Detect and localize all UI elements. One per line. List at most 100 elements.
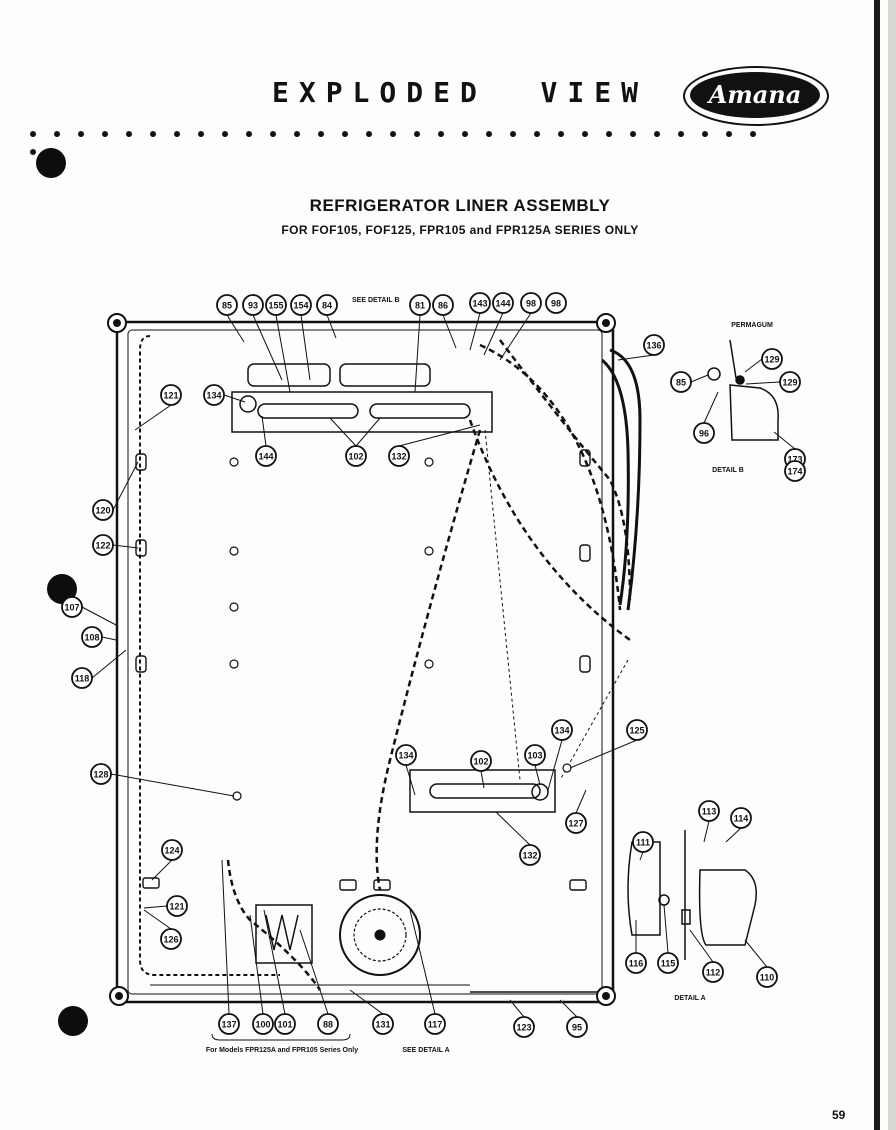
callout-label: 95 [572,1023,582,1033]
callout-label: 173 [787,455,802,465]
callout-111: 111 [632,831,654,853]
callout-95: 95 [566,1016,588,1038]
callout-84: 84 [316,294,338,316]
callout-131: 131 [372,1013,394,1035]
rule-dot [54,131,60,137]
amana-logo: Amana [690,72,820,118]
callout-125: 125 [626,719,648,741]
leader-line [349,989,384,1015]
models-bracket [211,1033,351,1041]
wiring-harness [226,339,632,991]
header-dot-rule [30,124,790,155]
callout-label: 93 [248,301,258,311]
callout-127: 127 [565,812,587,834]
rule-dot [222,131,228,137]
callout-label: 107 [64,603,79,613]
callout-102: 102 [345,445,367,467]
rule-dot [318,131,324,137]
leader-line [91,649,127,679]
leader-layer [81,312,796,1018]
rule-dot [366,131,372,137]
leader-line [703,391,719,424]
leader-line [299,929,329,1015]
leader-line [112,544,139,549]
leader-line [639,851,644,861]
rule-dot [102,131,108,137]
callout-label: 103 [527,751,542,761]
callout-label: 102 [473,757,488,767]
callout-116: 116 [625,952,647,974]
callout-93: 93 [242,294,264,316]
callout-label: 126 [163,935,178,945]
callout-101: 101 [274,1013,296,1035]
callout-label: 132 [391,452,406,462]
leader-line [559,999,578,1018]
leader-line [143,909,172,930]
mounting-screws [229,457,572,801]
callout-label: 86 [438,301,448,311]
callout-label: 143 [472,299,487,309]
callout-label: 123 [516,1023,531,1033]
callout-144: 144 [255,445,277,467]
leader-line [509,999,525,1018]
rule-dot [30,149,36,155]
callout-108: 108 [81,626,103,648]
leader-line [151,859,173,881]
detail-b-label: DETAIL B [712,467,744,474]
leader-line [221,859,230,1015]
callout-132: 132 [519,844,541,866]
callout-118: 118 [71,667,93,689]
rule-dot [486,131,492,137]
leader-line [469,312,481,351]
thin-wires [484,429,629,781]
binder-hole-bottom [58,1006,88,1036]
callout-label: 144 [495,299,510,309]
callout-label: 118 [75,674,90,684]
callout-85: 85 [216,294,238,316]
rule-dot [342,131,348,137]
leader-line [483,312,504,356]
callout-label: 174 [787,467,802,477]
callout-label: 84 [322,301,332,311]
binder-hole-top [36,148,66,178]
rule-dot [534,131,540,137]
callout-label: 132 [522,851,537,861]
callout-label: 120 [95,506,110,516]
leader-line [112,461,139,511]
leader-line [703,820,710,843]
callout-136: 136 [643,334,665,356]
leader-line [143,905,168,909]
callout-circle [784,460,806,482]
callout-label: 98 [551,299,561,309]
callout-label: 102 [348,452,363,462]
callout-120: 120 [92,499,114,521]
callout-121: 121 [166,895,188,917]
leader-line [534,764,541,786]
leader-line [569,739,638,769]
leader-line [745,381,781,385]
leader-line [617,354,655,361]
callout-label: 101 [277,1020,292,1030]
leader-line [263,909,286,1015]
callout-label: 85 [676,378,686,388]
logo-ring [683,66,829,126]
leader-line [300,314,311,381]
callout-label: 112 [706,968,721,978]
callout-label: 116 [629,959,644,969]
leader-line [101,636,117,641]
callout-label: 110 [760,973,775,983]
rule-dot [126,131,132,137]
rule-dot [606,131,612,137]
page-edge [874,0,880,1130]
side-clips [135,449,591,891]
callout-label: 127 [568,819,583,829]
leader-line [81,606,117,626]
rule-dot [702,131,708,137]
leader-line [575,789,587,814]
rule-dot [462,131,468,137]
detail-b-sketch [707,339,779,441]
callout-103: 103 [524,744,546,766]
models-note: For Models FPR125A and FPR105 Series Onl… [206,1047,358,1054]
callout-154: 154 [290,294,312,316]
callout-129: 129 [761,348,783,370]
